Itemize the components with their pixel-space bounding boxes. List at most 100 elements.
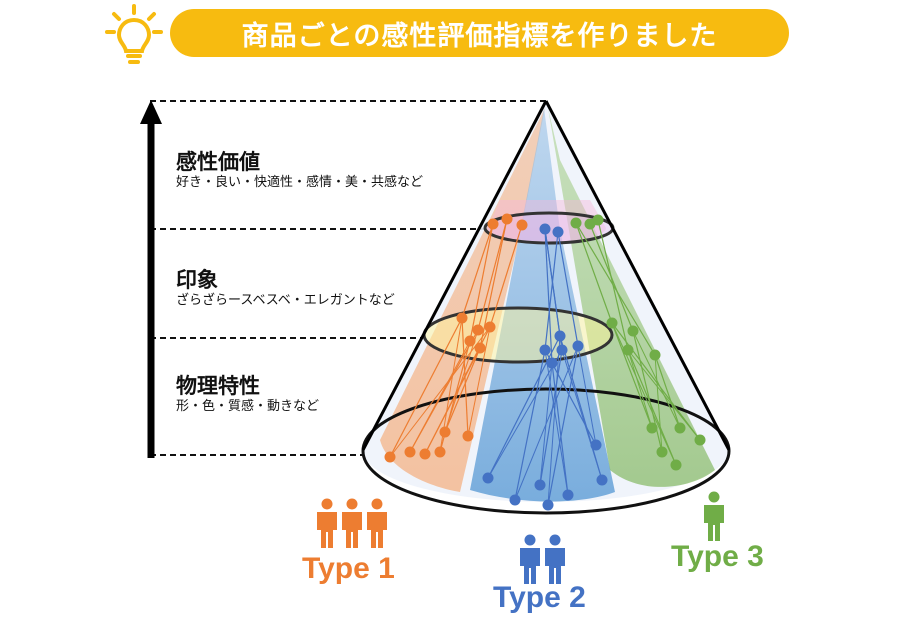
link-line — [654, 354, 663, 453]
attribute-dot — [384, 451, 396, 463]
attribute-dot — [464, 335, 476, 347]
link-line — [544, 231, 559, 351]
level-title-physical: 物理特性 — [176, 374, 260, 398]
link-line — [444, 347, 481, 433]
attribute-dot — [474, 342, 486, 354]
attribute-dot — [694, 434, 706, 446]
person-icon — [317, 498, 337, 548]
type-3-label: Type 3 — [671, 540, 764, 573]
link-line — [539, 349, 563, 486]
link-line — [575, 222, 613, 324]
attribute-dot — [434, 446, 446, 458]
attribute-dot — [562, 489, 574, 501]
attribute-dot — [539, 344, 551, 356]
person-body — [367, 512, 387, 548]
person-head — [708, 491, 720, 503]
attribute-dot — [554, 330, 566, 342]
link-line — [632, 330, 681, 429]
link-line — [461, 223, 494, 319]
link-line — [467, 326, 491, 437]
link-line — [489, 224, 523, 328]
person-icon — [520, 534, 540, 584]
link-line — [479, 218, 508, 349]
attribute-dot — [590, 439, 602, 451]
person-head — [371, 498, 383, 510]
link-line — [632, 330, 663, 453]
link-line — [487, 349, 563, 479]
attribute-dot — [404, 446, 416, 458]
level-desc-kansei: 好き・良い・快適性・感情・美・共感など — [176, 175, 424, 190]
ring-bottom — [361, 387, 731, 515]
person-icon — [704, 491, 724, 541]
person-head — [549, 534, 561, 546]
link-line — [611, 322, 677, 466]
attribute-dot — [596, 474, 608, 486]
link-line — [575, 222, 656, 356]
person-head — [321, 498, 333, 510]
attribute-dot — [516, 219, 528, 231]
link-line — [461, 317, 469, 437]
person-body — [545, 548, 565, 584]
attribute-dot — [419, 448, 431, 460]
person-body — [317, 512, 337, 548]
attribute-dot — [622, 344, 634, 356]
attribute-dot — [456, 312, 468, 324]
link-line — [561, 349, 603, 481]
link-line — [654, 354, 681, 429]
attribute-dot — [501, 213, 513, 225]
person-head — [524, 534, 536, 546]
attribute-dot — [649, 349, 661, 361]
attribute-dot — [556, 344, 568, 356]
person-body — [342, 512, 362, 548]
attribute-dot — [542, 499, 554, 511]
ring-middle — [422, 306, 614, 364]
person-body — [520, 548, 540, 584]
attribute-dot — [534, 479, 546, 491]
link-line — [547, 345, 579, 506]
axis-arrow-head — [140, 100, 162, 124]
level-desc-impression: ざらざらースベスベ・エレガントなど — [176, 293, 395, 308]
attribute-dot — [439, 426, 451, 438]
attribute-dots — [384, 213, 706, 511]
attribute-dot — [546, 357, 558, 369]
attribute-dot — [539, 223, 551, 235]
attribute-dot — [627, 325, 639, 337]
person-icon — [545, 534, 565, 584]
attribute-dot — [606, 317, 618, 329]
link-line — [514, 349, 546, 501]
link-line — [477, 218, 508, 331]
link-line — [544, 228, 563, 351]
attribute-dot — [484, 321, 496, 333]
link-line — [551, 362, 569, 496]
link-line — [547, 335, 561, 506]
person-head — [346, 498, 358, 510]
level-title-kansei: 感性価値 — [176, 150, 260, 174]
person-icon — [367, 498, 387, 548]
attribute-dot — [462, 430, 474, 442]
attribute-dot — [482, 472, 494, 484]
link-line — [389, 317, 463, 458]
link-line — [469, 223, 494, 342]
attribute-dot — [670, 459, 682, 471]
lightbulb-icon — [105, 4, 163, 64]
link-line — [627, 349, 701, 441]
banner-title: 商品ごとの感性評価指標を作りました — [170, 9, 789, 57]
level-title-impression: 印象 — [176, 268, 218, 292]
person-icon — [342, 498, 362, 548]
link-line — [544, 349, 569, 496]
attribute-dot — [646, 422, 658, 434]
link-line — [544, 228, 553, 364]
attribute-dot — [487, 218, 499, 230]
link-line — [557, 231, 579, 347]
attribute-dot — [674, 422, 686, 434]
region-top-band — [488, 200, 606, 242]
link-line — [577, 345, 597, 446]
attribute-dot — [472, 324, 484, 336]
link-line — [611, 322, 653, 429]
type-1-label: Type 1 — [302, 552, 395, 585]
attribute-dot — [592, 214, 604, 226]
attribute-dot — [656, 446, 668, 458]
region-type3 — [548, 108, 715, 487]
link-line — [424, 347, 481, 455]
